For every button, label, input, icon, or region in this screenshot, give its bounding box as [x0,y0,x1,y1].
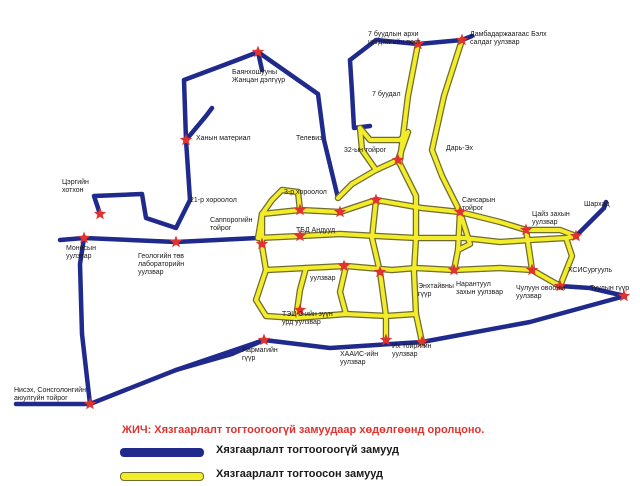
label-khs-surguuli: ХСИСургууль [568,267,612,274]
road-west-outer [77,235,93,407]
red-star-icon [411,37,425,50]
label-3-khoroolol: 3-р хороолол [284,189,327,196]
legend-label: Хязгаарлалт тогтоогоогүй замууд [216,444,400,456]
red-star-icon [83,397,97,410]
legend-item-unrestricted: Хязгаарлалт тогтоогоогүй замууд [120,442,620,462]
red-star-icon [391,153,405,166]
red-star-icon [169,235,183,248]
road-khanyn [183,105,215,143]
red-star-icon [251,45,265,58]
label-21-khoroolol: 21-р хороолол [190,197,237,204]
red-star-icon [293,229,307,242]
red-star-icon [257,333,271,346]
label-tbd-anduud: ТБД Андууд [296,227,335,234]
road-peace-ave [256,232,578,244]
label-uulzvar: уулзвар [310,275,336,282]
red-star-icon [333,205,347,218]
red-star-icon [369,193,383,206]
red-star-icon [337,259,351,272]
red-star-icon [569,229,583,242]
road-32-loop [358,126,410,172]
road-east-outer [573,199,609,239]
red-star-icon [93,207,107,220]
red-star-icon [373,265,387,278]
red-star-icon [293,203,307,216]
road-north-left [347,57,373,131]
road-central-west [254,212,418,320]
label-dari-ekh: Дарь-Эх [446,145,474,152]
red-star-icon [525,263,539,276]
road-tsergiin [91,137,193,231]
restricted-roads [252,36,580,346]
road-southwest [173,337,267,373]
label-khanyn-material: Ханын материал [196,135,251,142]
road-televiz-link [336,168,378,200]
legend-item-restricted: Хязгаарлалт тогтоосон замууд [120,466,620,486]
label-7buudal: 7 буудал [372,90,401,98]
road-3-khoroolol [260,188,302,216]
road-cross-4 [396,158,424,344]
red-star-icon [455,33,469,46]
label-tuuliin-gur: Туулын гүүр [590,285,629,292]
road-cross-2 [338,264,348,316]
red-star-icon [77,231,91,244]
red-star-icon [617,289,631,302]
red-star-icon [447,263,461,276]
checkpoints [77,33,631,410]
label-sharkhad: Шархад [584,201,610,208]
red-star-icon [453,205,467,218]
red-star-icon [255,237,269,250]
red-star-icon [293,303,307,316]
label-32-toirog: 32-ын тойрог [344,146,387,154]
road-tuul [557,283,628,299]
red-star-icon [519,223,533,236]
road-west-link [57,235,87,243]
unrestricted-roads [13,33,628,407]
legend-label: Хязгаарлалт тогтоосон замууд [216,468,384,480]
red-star-icon [553,279,567,292]
legend-swatch-blue [120,448,204,457]
road-sansar-link [456,210,472,252]
legend-swatch-yellow [120,472,204,481]
map-note: ЖИЧ: Хязгаарлалт тогтоогоогүй замуудаар … [122,424,485,436]
label-televiz: Телевиз [296,135,322,142]
red-star-icon [415,335,429,348]
red-star-icon [179,133,193,146]
road-east-3 [558,236,574,288]
red-star-icon [379,333,393,346]
